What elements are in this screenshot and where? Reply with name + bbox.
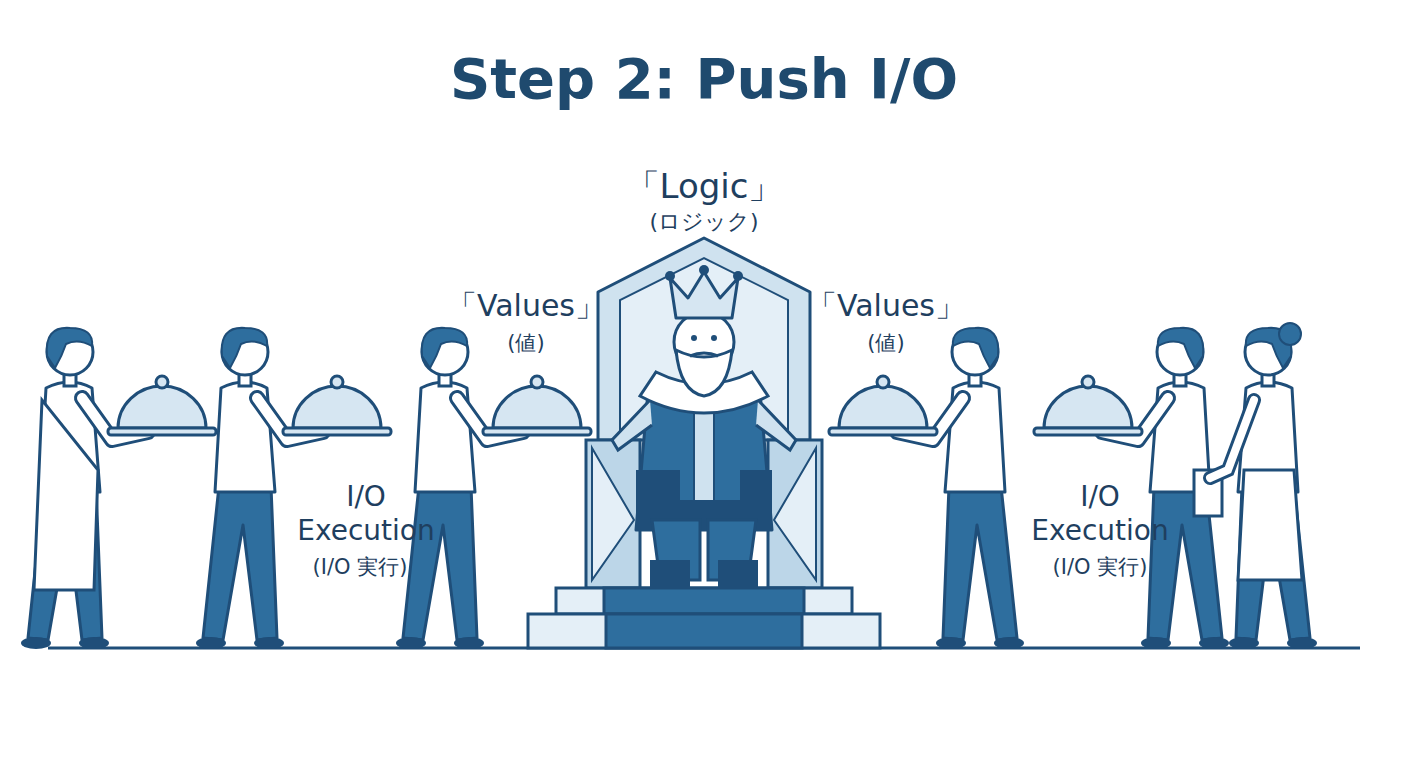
waiter-figure [829,328,1024,649]
text-label: 「Values」 [416,288,636,324]
text-label: (値) [466,331,586,356]
king-figure [612,265,796,588]
waiter-figure [21,328,216,649]
diagram-title: Step 2: Push I/O [450,46,958,111]
text-label: I/O Execution [1020,480,1180,547]
text-label: 「Logic」 [574,166,834,207]
waitress-figure [1194,323,1317,649]
text-label: (ロジック) [574,209,834,235]
text-label: (I/O 実行) [1010,555,1190,580]
waiter-figure [396,328,591,649]
waiter-figure [1034,328,1229,649]
text-label: (I/O 実行) [270,555,450,580]
text-label: 「Values」 [776,288,996,324]
text-label: (値) [826,331,946,356]
text-label: I/O Execution [286,480,446,547]
